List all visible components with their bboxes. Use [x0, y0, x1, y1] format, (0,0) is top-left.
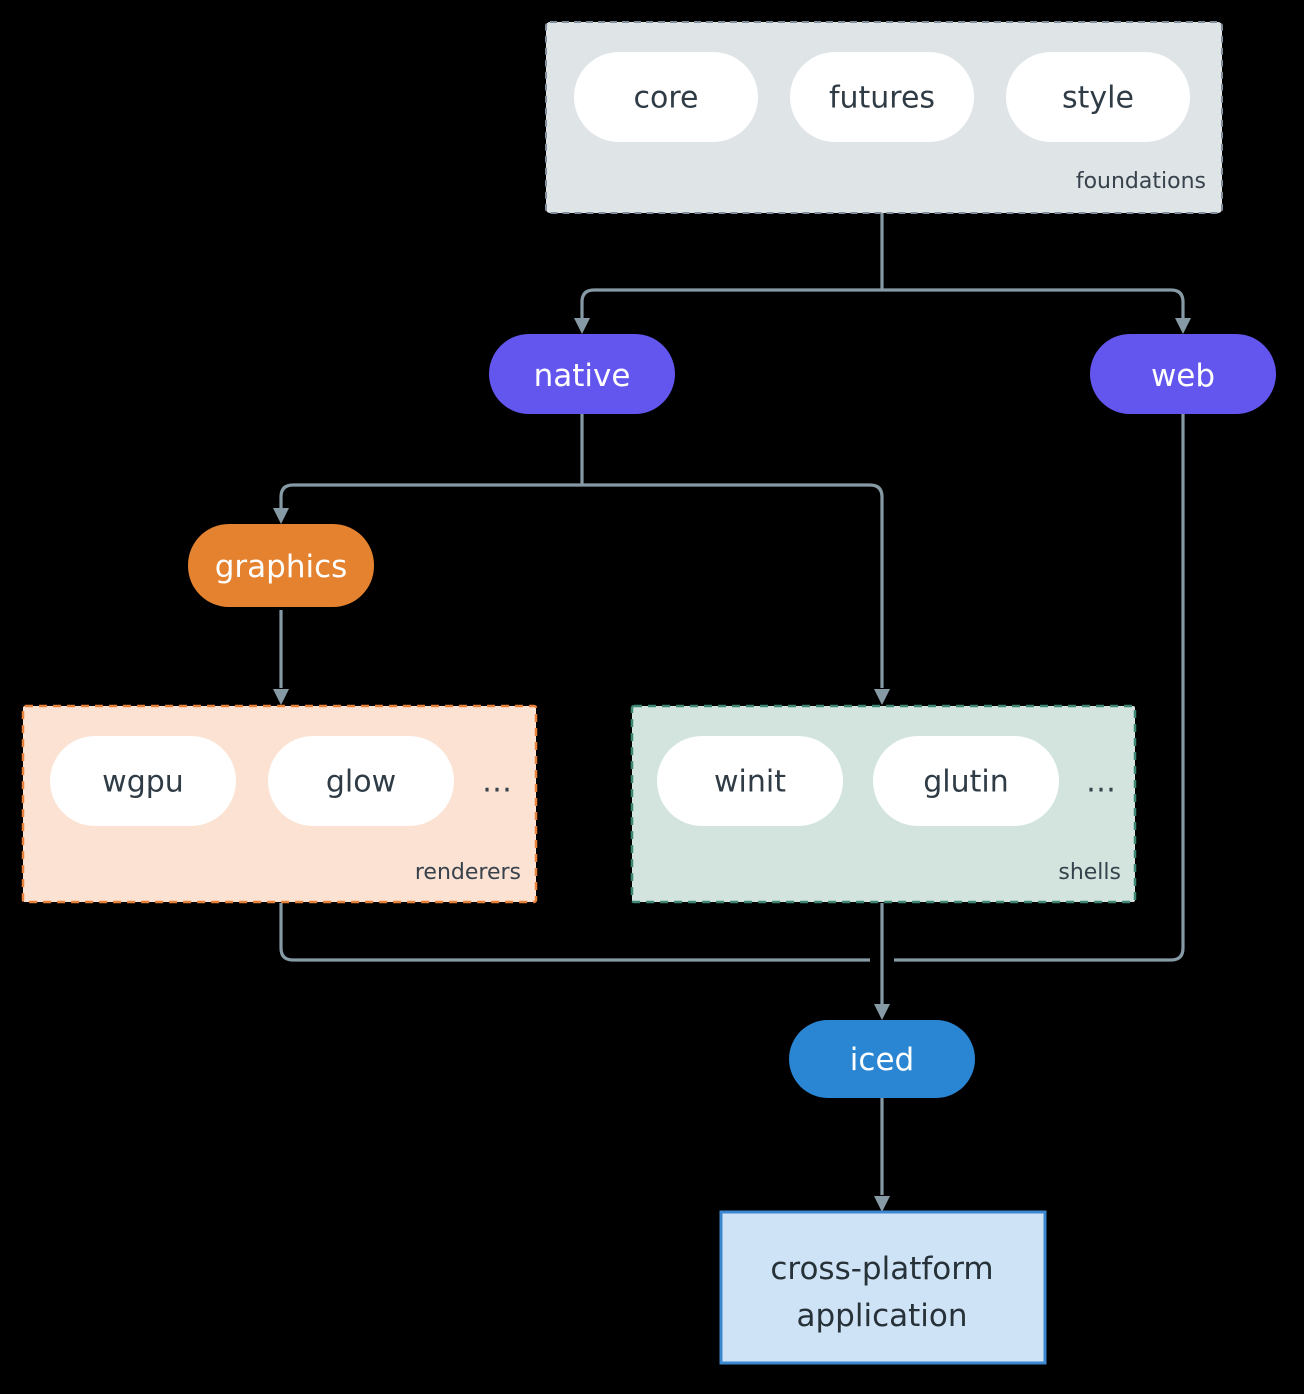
node-iced[interactable]: iced: [789, 1020, 975, 1098]
shells-overflow-ellipsis: …: [1086, 765, 1116, 800]
pill-winit-label: winit: [714, 765, 786, 800]
application-box-label-line2: application: [797, 1298, 968, 1334]
foundations-group-label: foundations: [1076, 169, 1206, 194]
node-web[interactable]: web: [1090, 334, 1276, 414]
node-iced-shape[interactable]: [789, 1020, 975, 1098]
node-native[interactable]: native: [489, 334, 675, 414]
node-native-label: native: [534, 358, 631, 394]
renderers-overflow-ellipsis: …: [482, 765, 512, 800]
group-shells: winit glutin … shells: [630, 704, 1137, 904]
group-foundations: core futures style foundations: [545, 21, 1223, 214]
arrowhead-iced-top: [874, 1004, 890, 1020]
pill-winit[interactable]: [657, 736, 843, 826]
application-box-label-line1: cross-platform: [770, 1251, 993, 1287]
pill-glutin[interactable]: [873, 736, 1059, 826]
pill-wgpu-label: wgpu: [102, 765, 184, 800]
edge-web-to-iced: [894, 414, 1185, 962]
node-web-label: web: [1151, 358, 1215, 394]
pill-core[interactable]: [574, 52, 758, 142]
edges-layer: [273, 213, 1191, 1212]
node-graphics[interactable]: graphics: [188, 524, 374, 607]
pill-wgpu[interactable]: [50, 736, 236, 826]
renderers-group-label: renderers: [415, 860, 521, 885]
pill-glow[interactable]: [268, 736, 454, 826]
pill-futures-label: futures: [829, 81, 935, 116]
arrowhead-graphics-top: [273, 508, 289, 524]
pill-glutin-label: glutin: [923, 765, 1009, 800]
pill-futures[interactable]: [790, 52, 974, 142]
edge-foundations-to-native: [580, 288, 882, 322]
node-cross-platform-application[interactable]: cross-platform application: [719, 1210, 1047, 1365]
edge-native-to-graphics: [279, 483, 582, 512]
node-native-shape[interactable]: [489, 334, 675, 414]
edge-native-to-shells: [582, 483, 884, 688]
pill-style[interactable]: [1006, 52, 1190, 142]
node-web-shape[interactable]: [1090, 334, 1276, 414]
application-box-shape[interactable]: [719, 1210, 1047, 1365]
arrowhead-web-top: [1175, 318, 1191, 334]
node-graphics-shape[interactable]: [188, 524, 374, 607]
edge-renderers-to-iced: [279, 903, 870, 962]
arrowhead-application-top: [874, 1196, 890, 1212]
arrowhead-renderers-top: [273, 689, 289, 705]
pill-style-label: style: [1062, 81, 1134, 116]
edge-foundations-to-web: [882, 288, 1185, 322]
shells-group-label: shells: [1058, 860, 1121, 885]
pill-glow-label: glow: [326, 765, 396, 800]
pill-core-label: core: [634, 81, 699, 116]
arrowhead-native-top: [574, 318, 590, 334]
node-graphics-label: graphics: [215, 549, 348, 585]
arrowhead-shells-top: [874, 689, 890, 705]
node-iced-label: iced: [850, 1042, 914, 1078]
group-renderers: wgpu glow … renderers: [21, 704, 538, 904]
